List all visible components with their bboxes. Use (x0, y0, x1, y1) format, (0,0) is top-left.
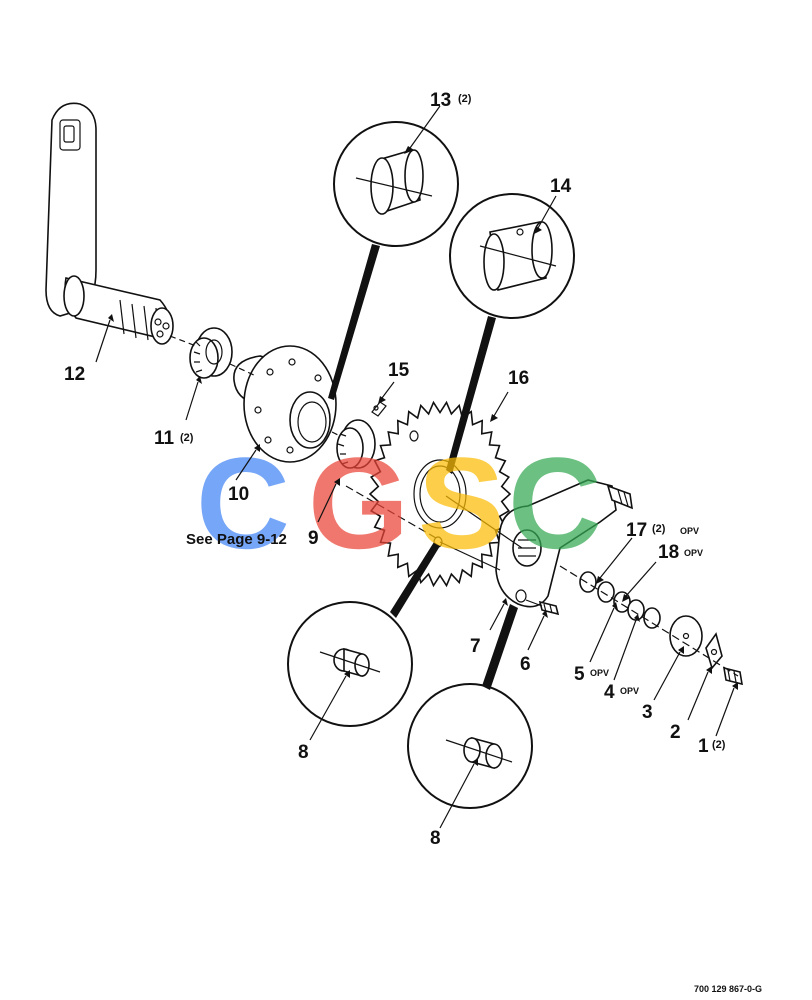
callout-7: 7 (470, 636, 481, 657)
bearing-cone-part-11 (189, 327, 233, 379)
cap-screw-part-1 (723, 666, 743, 686)
watermark-letter-g: G (308, 430, 409, 576)
callout-17-qty: (2) (652, 523, 666, 535)
callout-5: 5 (574, 664, 585, 685)
callout-2: 2 (670, 722, 681, 743)
bolt-part-6 (538, 600, 560, 616)
detail-circle-8-right (407, 604, 533, 809)
bearing-cone-part (336, 419, 376, 469)
callout-16: 16 (508, 368, 529, 389)
callout-1-qty: (2) (712, 739, 726, 751)
callout-labels: 12 11 (2) 10 See Page 9-12 9 15 16 13 (2… (64, 90, 726, 849)
assembly-centerlines (169, 335, 739, 677)
crank-arm-part-12 (45, 102, 174, 345)
callout-5-note: OPV (590, 668, 609, 678)
callout-8-lower: 8 (430, 828, 441, 849)
callout-15: 15 (388, 360, 410, 381)
grease-fitting-part-15 (371, 401, 387, 417)
watermark-letter-s: S (418, 430, 505, 576)
watermark-letter-c1: C (196, 430, 290, 576)
callout-1: 1 (698, 736, 709, 757)
figure-id: 700 129 867-0-G (694, 984, 762, 994)
sprocket-part-16 (368, 400, 512, 588)
cgsc-watermark: C G S C (196, 430, 602, 576)
lock-plate-part-2 (705, 632, 723, 670)
detail-circle-8-left (287, 542, 440, 727)
callout-4: 4 (604, 682, 615, 703)
detail-circle-13 (328, 121, 459, 400)
callout-18: 18 (658, 542, 679, 563)
detail-circle-14 (446, 193, 575, 474)
callout-10: 10 (228, 484, 249, 505)
callout-8-left: 8 (298, 742, 309, 763)
callout-13: 13 (430, 90, 451, 111)
callout-13-qty: (2) (458, 93, 472, 105)
lever-arm-part-7 (495, 479, 633, 608)
callout-12: 12 (64, 364, 85, 385)
callout-4-note: OPV (620, 686, 639, 696)
callout-9: 9 (308, 528, 319, 549)
watermark-letter-c2: C (508, 430, 602, 576)
callout-11: 11 (154, 428, 175, 449)
see-page-note: See Page 9-12 (186, 531, 287, 548)
hub-part-10 (233, 345, 337, 463)
washer-stack (579, 571, 661, 629)
disc-washer-part-3 (669, 615, 703, 657)
callout-17: 17 (626, 520, 647, 541)
callout-3: 3 (642, 702, 653, 723)
callout-6: 6 (520, 654, 531, 675)
callout-14: 14 (550, 176, 572, 197)
callout-18-note: OPV (684, 548, 703, 558)
callout-11-qty: (2) (180, 432, 194, 444)
callout-17-note: OPV (680, 526, 699, 536)
callout-leaders (95, 105, 738, 829)
